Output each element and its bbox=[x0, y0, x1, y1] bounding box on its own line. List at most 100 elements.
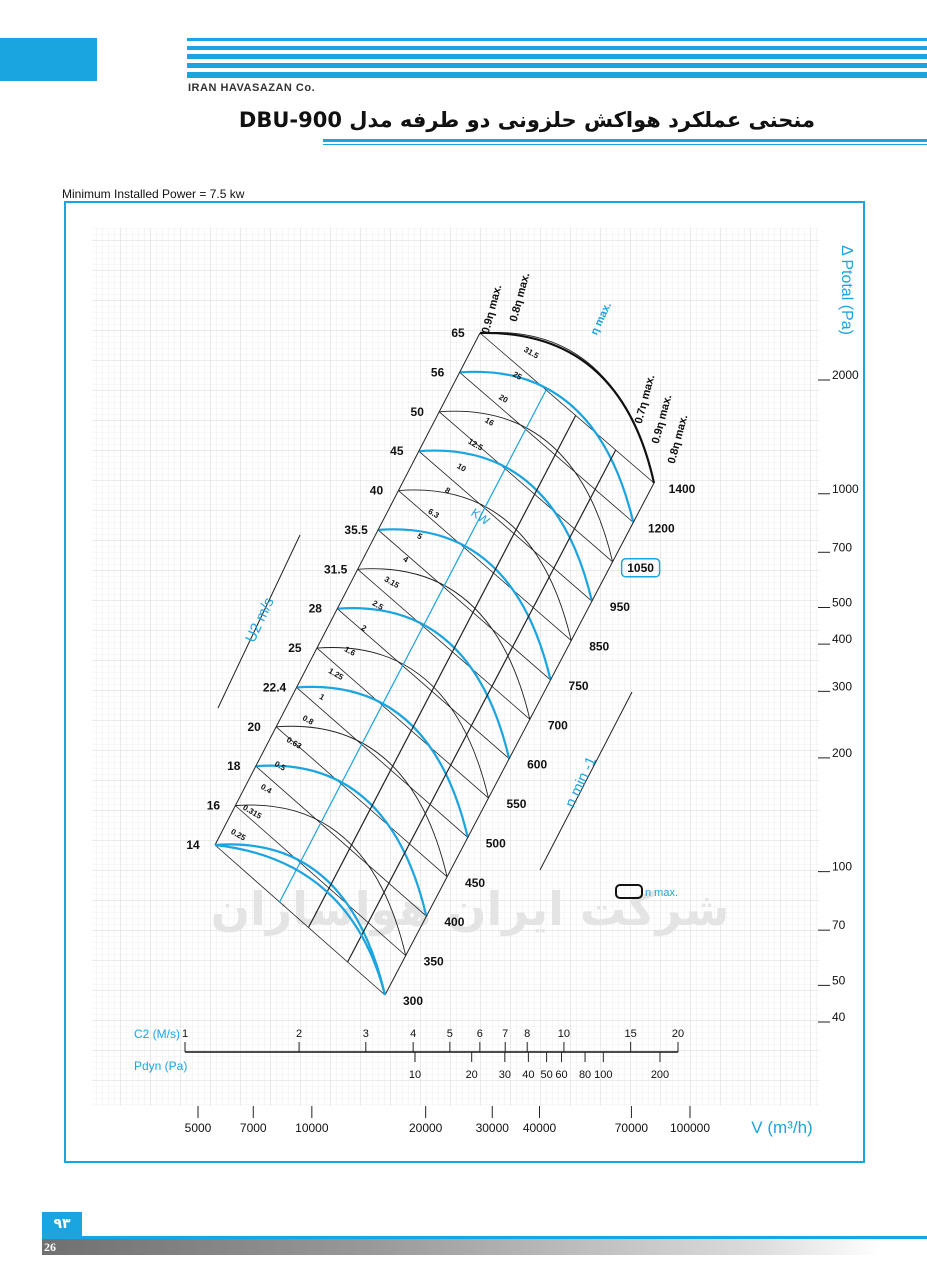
company-name: IRAN HAVASAZAN Co. bbox=[188, 82, 316, 94]
y-tick-label: 40 bbox=[832, 1010, 846, 1024]
y-tick-label: 70 bbox=[832, 918, 846, 932]
n-max-legend-symbol bbox=[615, 884, 643, 899]
max-curve bbox=[479, 331, 656, 484]
tip-speed-label: 31.5 bbox=[324, 562, 348, 576]
y-tick-label: 1000 bbox=[832, 482, 859, 496]
speed-label: 350 bbox=[424, 955, 444, 969]
y-tick-label: 100 bbox=[832, 860, 852, 874]
tip-speed-label: 35.5 bbox=[344, 523, 368, 537]
power-label: 5 bbox=[415, 531, 424, 541]
c2-tick-label: 3 bbox=[363, 1028, 369, 1040]
pdyn-tick-label: 60 bbox=[555, 1069, 567, 1081]
iso-speed-line bbox=[438, 411, 613, 563]
x-tick-label: 5000 bbox=[185, 1121, 212, 1135]
footer-bar bbox=[42, 1239, 882, 1255]
grid-coarse bbox=[92, 228, 819, 1106]
x-tick-label: 10000 bbox=[295, 1121, 329, 1135]
tip-speed-label: 18 bbox=[227, 759, 241, 773]
tip-speed-curve bbox=[357, 568, 531, 720]
x-tick-label: 30000 bbox=[476, 1121, 510, 1135]
speed-guide-line bbox=[539, 691, 633, 871]
header-color-block bbox=[0, 38, 97, 81]
efficiency-line bbox=[347, 449, 617, 963]
tip-speed-curve bbox=[255, 764, 428, 917]
speed-label: 550 bbox=[506, 797, 526, 811]
n-max-legend-label: n max. bbox=[645, 887, 678, 899]
c2-tick-label: 8 bbox=[524, 1028, 530, 1040]
c2-tick-label: 4 bbox=[410, 1028, 416, 1040]
speed-label: 750 bbox=[569, 679, 589, 693]
power-label: 4 bbox=[402, 554, 411, 564]
envelope-right bbox=[384, 482, 655, 996]
c2-tick-label: 2 bbox=[296, 1028, 302, 1040]
tip-speed-label: 16 bbox=[207, 799, 221, 813]
power-label: 1 bbox=[318, 692, 327, 702]
speed-label: 300 bbox=[403, 994, 423, 1008]
y-tick-label: 700 bbox=[832, 540, 852, 554]
iso-speed-line bbox=[255, 765, 427, 917]
tip-speed-curve bbox=[296, 685, 469, 838]
pdyn-tick-label: 200 bbox=[651, 1069, 669, 1081]
iso-speed-line bbox=[316, 647, 489, 799]
iso-speed-line bbox=[479, 332, 655, 484]
power-label: 2 bbox=[360, 623, 369, 633]
footer-rule bbox=[42, 1236, 927, 1239]
footer-page-number: 26 bbox=[44, 1240, 56, 1254]
iso-speed-line bbox=[357, 569, 531, 720]
y-tick-label: 2000 bbox=[832, 368, 859, 382]
x-tick-label: 70000 bbox=[615, 1121, 649, 1135]
tip-speed-curve bbox=[459, 370, 635, 523]
tip-speed-label: 40 bbox=[370, 484, 384, 498]
y-tick-label: 400 bbox=[832, 632, 852, 646]
c2-tick-label: 6 bbox=[477, 1028, 483, 1040]
c2-tick-label: 1 bbox=[182, 1028, 188, 1040]
tip-speed-curve bbox=[316, 647, 489, 799]
speed-label: 450 bbox=[465, 876, 485, 890]
chart-frame bbox=[64, 201, 865, 1163]
page-title: منحنی عملکرد هواکش حلزونی دو طرفه مدل DB… bbox=[238, 108, 815, 132]
x-axis-label: V (m³/h) bbox=[751, 1118, 812, 1137]
title-rule bbox=[323, 139, 927, 142]
min-curve bbox=[214, 843, 387, 996]
tip-speed-curve bbox=[377, 528, 552, 681]
tip-speed-label: 14 bbox=[186, 838, 200, 852]
c2-tick-label: 7 bbox=[502, 1028, 508, 1040]
iso-speed-line bbox=[214, 844, 386, 996]
tip-speed-curve bbox=[214, 843, 387, 996]
iso-speed-line bbox=[398, 490, 572, 641]
min-installed-power: Minimum Installed Power = 7.5 kw bbox=[62, 187, 245, 201]
iso-speed-line bbox=[235, 805, 406, 956]
pdyn-tick-label: 20 bbox=[466, 1069, 478, 1081]
iso-speed-line bbox=[377, 529, 551, 681]
iso-speed-line bbox=[296, 687, 469, 838]
c2-tick-label: 5 bbox=[447, 1028, 453, 1040]
speed-label: 1200 bbox=[648, 521, 675, 535]
y-tick-label: 200 bbox=[832, 746, 852, 760]
tip-speed-curve bbox=[398, 489, 572, 641]
speed-label: 850 bbox=[589, 640, 609, 654]
tip-speed-curve bbox=[439, 410, 614, 562]
iso-speed-line bbox=[337, 608, 510, 759]
tip-speed-label: 45 bbox=[390, 444, 404, 458]
tip-speed-curve bbox=[418, 449, 593, 602]
x-tick-label: 7000 bbox=[240, 1121, 267, 1135]
speed-label: 400 bbox=[444, 915, 464, 929]
c2-tick-label: 20 bbox=[672, 1028, 684, 1040]
tip-speed-label: 28 bbox=[309, 602, 323, 616]
iso-speed-line bbox=[459, 372, 634, 523]
pdyn-tick-label: 30 bbox=[499, 1069, 511, 1081]
tip-speed-curve bbox=[235, 804, 407, 956]
iso-speed-line bbox=[418, 450, 593, 602]
tip-speed-label: 50 bbox=[411, 405, 425, 419]
tip-speed-label: 20 bbox=[247, 720, 261, 734]
tip-speed-curve bbox=[337, 607, 511, 759]
efficiency-line bbox=[307, 415, 577, 928]
y-tick-label: 500 bbox=[832, 596, 852, 610]
power-label: 8 bbox=[443, 486, 452, 496]
c2-axis-label: C2 (M/s) bbox=[134, 1027, 180, 1041]
x-tick-label: 40000 bbox=[523, 1121, 557, 1135]
x-tick-label: 100000 bbox=[670, 1121, 710, 1135]
speed-label: 950 bbox=[610, 600, 630, 614]
tip-speed-curve bbox=[276, 725, 448, 877]
